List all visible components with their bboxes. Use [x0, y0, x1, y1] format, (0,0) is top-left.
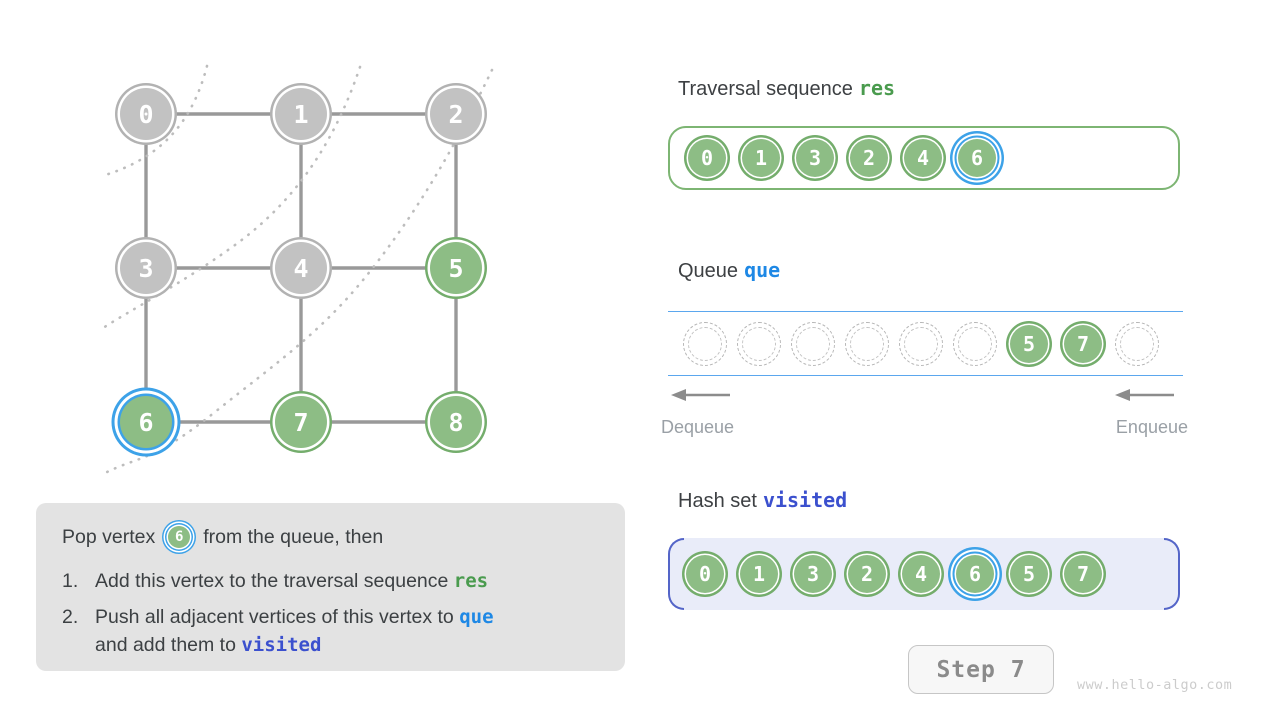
- node-circle-1: 1: [742, 139, 780, 177]
- graph-vertex-8: 8: [430, 396, 482, 448]
- traversal-var-token: res: [858, 76, 896, 100]
- queue-empty-slot: [899, 321, 943, 366]
- item-2-text: Push all adjacent vertices of this verte…: [95, 603, 494, 659]
- node-circle-4: 4: [902, 555, 940, 593]
- node-circle-0: 0: [686, 555, 724, 593]
- vertex-chip-6: 6: [168, 526, 191, 548]
- queue-empty-slot: [683, 321, 727, 366]
- node-circle-2: 2: [850, 139, 888, 177]
- bfs-level-arc: [101, 68, 494, 476]
- explanation-item-1: 1. Add this vertex to the traversal sequ…: [62, 567, 611, 595]
- node-circle-1: 1: [740, 555, 778, 593]
- graph-vertex-5: 5: [430, 242, 482, 294]
- node-circle-2: 2: [848, 555, 886, 593]
- node-circle-7: 7: [1064, 555, 1102, 593]
- queue-empty-slot: [845, 321, 889, 366]
- item-2-body-1: Push all adjacent vertices of this verte…: [95, 606, 460, 628]
- node-circle-5: 5: [1010, 324, 1048, 363]
- bfs-level-arc: [100, 64, 209, 178]
- node-circle-3: 3: [794, 555, 832, 593]
- node-circle-4: 4: [904, 139, 942, 177]
- item-2-body-2: and add them to: [95, 634, 242, 656]
- queue-empty-slot-inner: [1120, 326, 1154, 361]
- hashset-title-text: Hash set: [678, 490, 757, 512]
- traversal-title-text: Traversal sequence: [678, 78, 853, 100]
- queue-empty-slot-inner: [904, 326, 938, 361]
- vertex-chip-label: 6: [175, 529, 184, 545]
- enqueue-label: Enqueue: [1115, 417, 1188, 437]
- node-circle-0: 0: [688, 139, 726, 177]
- item-2-number: 2.: [62, 606, 79, 628]
- bfs-level-arc: [98, 65, 362, 332]
- intro-text-after: from the queue, then: [203, 525, 384, 548]
- queue-empty-slot-inner: [850, 326, 884, 361]
- queue-empty-slot-inner: [796, 326, 830, 361]
- queue-empty-slot: [737, 321, 781, 366]
- node-circle-3: 3: [796, 139, 834, 177]
- intro-text-before: Pop vertex: [62, 525, 156, 548]
- queue-title-text: Queue: [678, 260, 739, 282]
- node-circle-7: 7: [1064, 324, 1102, 363]
- node-circle-6: 6: [958, 139, 996, 177]
- node-circle-5: 5: [1010, 555, 1048, 593]
- item-1-text: Add this vertex to the traversal sequenc…: [95, 567, 488, 595]
- queue-empty-slot: [791, 321, 835, 366]
- graph-vertex-3: 3: [120, 242, 172, 294]
- queue-empty-slot: [1115, 321, 1159, 366]
- step-button[interactable]: Step 7: [908, 645, 1054, 694]
- graph-vertex-6: 6: [120, 396, 172, 448]
- explanation-box: Pop vertex 6 from the queue, then 1. Add…: [36, 503, 625, 671]
- graph-vertex-7: 7: [275, 396, 327, 448]
- dequeue-arrow-icon: [671, 389, 730, 401]
- graph-vertex-4: 4: [275, 242, 327, 294]
- explanation-intro: Pop vertex 6 from the queue, then: [62, 520, 611, 554]
- item-1-body: Add this vertex to the traversal sequenc…: [95, 570, 454, 592]
- queue-empty-slot: [953, 321, 997, 366]
- graph-vertex-0: 0: [120, 88, 172, 140]
- hashset-var-token: visited: [762, 488, 848, 512]
- item-1-number: 1.: [62, 570, 79, 592]
- explanation-item-2: 2. Push all adjacent vertices of this ve…: [62, 603, 611, 659]
- watermark: www.hello-algo.com: [1077, 677, 1233, 693]
- node-circle-6: 6: [956, 555, 994, 593]
- que-token: que: [459, 606, 494, 628]
- queue-empty-slot-inner: [958, 326, 992, 361]
- graph-vertex-1: 1: [275, 88, 327, 140]
- queue-empty-slot-inner: [742, 326, 776, 361]
- queue-empty-slot-inner: [688, 326, 722, 361]
- dequeue-label: Dequeue: [661, 417, 735, 437]
- graph-vertex-2: 2: [430, 88, 482, 140]
- res-token: res: [453, 570, 489, 592]
- enqueue-arrow-icon: [1115, 389, 1174, 401]
- queue-var-token: que: [744, 258, 781, 282]
- visited-token: visited: [241, 634, 322, 656]
